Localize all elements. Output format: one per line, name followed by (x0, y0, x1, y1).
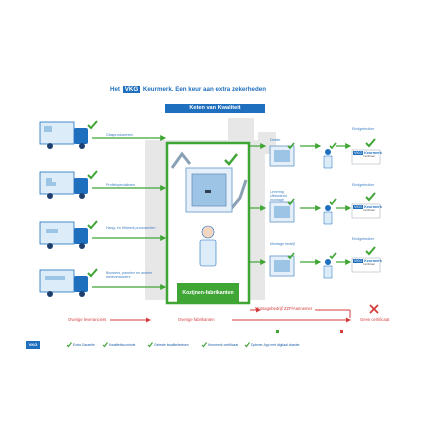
red-label-leveranciers: Overige leveranciers (68, 317, 107, 322)
certificate-card-3: VKG Keurmerk Certificaat (353, 259, 382, 266)
truck-1 (39, 121, 88, 149)
truck-4 (39, 269, 88, 297)
card-brand: VKG (353, 205, 364, 209)
supplier-label-boosters: Boosters, panelen en andere toeleveranci… (106, 271, 153, 280)
header-prefix: Het (110, 86, 120, 93)
supplier-arrows (92, 135, 167, 290)
truck-2 (39, 171, 88, 199)
legend (276, 330, 343, 333)
footer-item-app: Dplever App met digitaal dossier (251, 343, 300, 347)
end-label-3: Eindgebruiker (352, 237, 375, 241)
card-sub: Certificaat (363, 155, 375, 158)
red-label-geen-certificaat: Geen certificaat (360, 317, 390, 322)
supplier-label-profiel: Profielspecialisten (106, 183, 135, 187)
check-icons-trucks (87, 120, 98, 278)
card-text: Keurmerk (364, 259, 382, 263)
card-brand: VKG (353, 151, 364, 155)
footer-item-garantie: Extra Garantie (73, 343, 95, 347)
certificate-card-1: VKG Keurmerk Certificaat (353, 151, 382, 158)
banner (165, 104, 265, 113)
card-text: Keurmerk (364, 205, 382, 209)
output-label-dealer: Dealer (270, 138, 281, 142)
center-label: Kozijnen-fabrikanten (182, 290, 234, 296)
certificate-card-2: VKG Keurmerk Certificaat (353, 205, 382, 212)
vkg-logo: VKG (122, 86, 141, 93)
card-text: Keurmerk (364, 151, 382, 155)
red-flow (110, 307, 351, 323)
factory-box (165, 141, 251, 305)
footer-logo-text: VKG (28, 342, 38, 347)
card-sub: Certificaat (363, 209, 375, 212)
output-label-levering: Levering Uitsluitend montage (270, 190, 287, 203)
end-label-1: Eindgebruiker (352, 127, 375, 131)
footer-item-controle: Kwaliteitscontrole (109, 343, 136, 347)
output-row-1 (269, 138, 381, 169)
footer-item-eisen: Geteste kwaliteitseisen (154, 343, 189, 347)
footer-check-icons (66, 342, 250, 348)
truck-3 (39, 221, 88, 249)
red-label-montage: Montagebedrijf ZZP/Aannemer (255, 306, 313, 311)
supplier-label-glas: Glasproducenten (106, 133, 134, 137)
footer-item-certificaat: Keurmerk certificaat (208, 343, 239, 347)
supplier-label-hang: Hang- en Hiltwerk producenten (106, 226, 156, 230)
red-x-icon (369, 304, 379, 314)
banner-title: Keten van Kwaliteit (189, 105, 241, 111)
end-label-2: Eindgebruiker (352, 183, 375, 187)
header-text: Keurmerk. Een keur aan extra zekerheden (142, 86, 266, 93)
card-sub: Certificaat (363, 263, 375, 266)
card-brand: VKG (353, 259, 364, 263)
output-label-montage: Montage bedrijf (270, 242, 295, 246)
red-label-fabrikanten: Overige fabrikanten (178, 317, 215, 322)
footer-logo (26, 341, 40, 349)
output-arrows (249, 143, 352, 265)
header: Het VKG Keurmerk. Een keur aan extra zek… (110, 86, 266, 93)
